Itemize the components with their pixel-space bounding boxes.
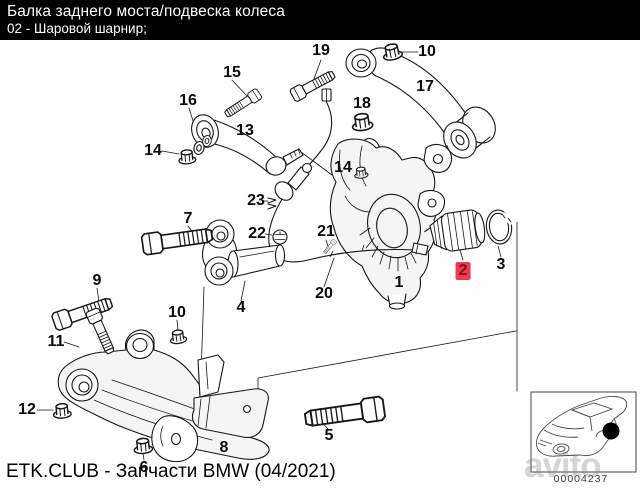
part-8-bracket: [191, 354, 269, 438]
page-subtitle: 02 - Шаровой шарнир;: [7, 21, 147, 36]
part-14-nut-left: [177, 148, 197, 166]
highlight-location-dot: [602, 422, 620, 440]
car-thumbnail: [530, 391, 637, 473]
part-2-ball-joint: [424, 209, 486, 252]
part-9-bolt: [50, 293, 115, 332]
part-15-bolt: [222, 87, 263, 120]
avito-watermark: avito: [524, 446, 602, 485]
part-4-link-sleeve: [201, 219, 286, 286]
page-title: Балка заднего моста/подвеска колеса: [7, 3, 285, 20]
part-5-bolt: [303, 395, 387, 432]
part-13-track-rod: [191, 114, 304, 176]
part-1-wheel-carrier: [329, 138, 453, 310]
part-12-nut: [52, 402, 73, 420]
part-22-grommet: [272, 229, 288, 245]
diagram-code: 00004237: [553, 473, 609, 485]
part-20-cable-upper: [303, 88, 333, 171]
part-10-nut-lower: [168, 328, 188, 346]
part-23-clip: [267, 197, 277, 210]
footer-caption: ETK.CLUB - Запчасти BMW (04/2021): [6, 461, 336, 482]
part-18-nut: [350, 111, 375, 133]
part-17-upper-arm: [345, 47, 496, 166]
title-bar: Балка заднего моста/подвеска колеса 02 -…: [0, 0, 640, 40]
part-21-screw: [322, 238, 337, 255]
part-11-bolt: [84, 306, 118, 357]
part-20-abs-sensor: [268, 162, 429, 263]
part-3-snap-ring: [485, 209, 515, 245]
part-6-nut: [132, 437, 154, 455]
